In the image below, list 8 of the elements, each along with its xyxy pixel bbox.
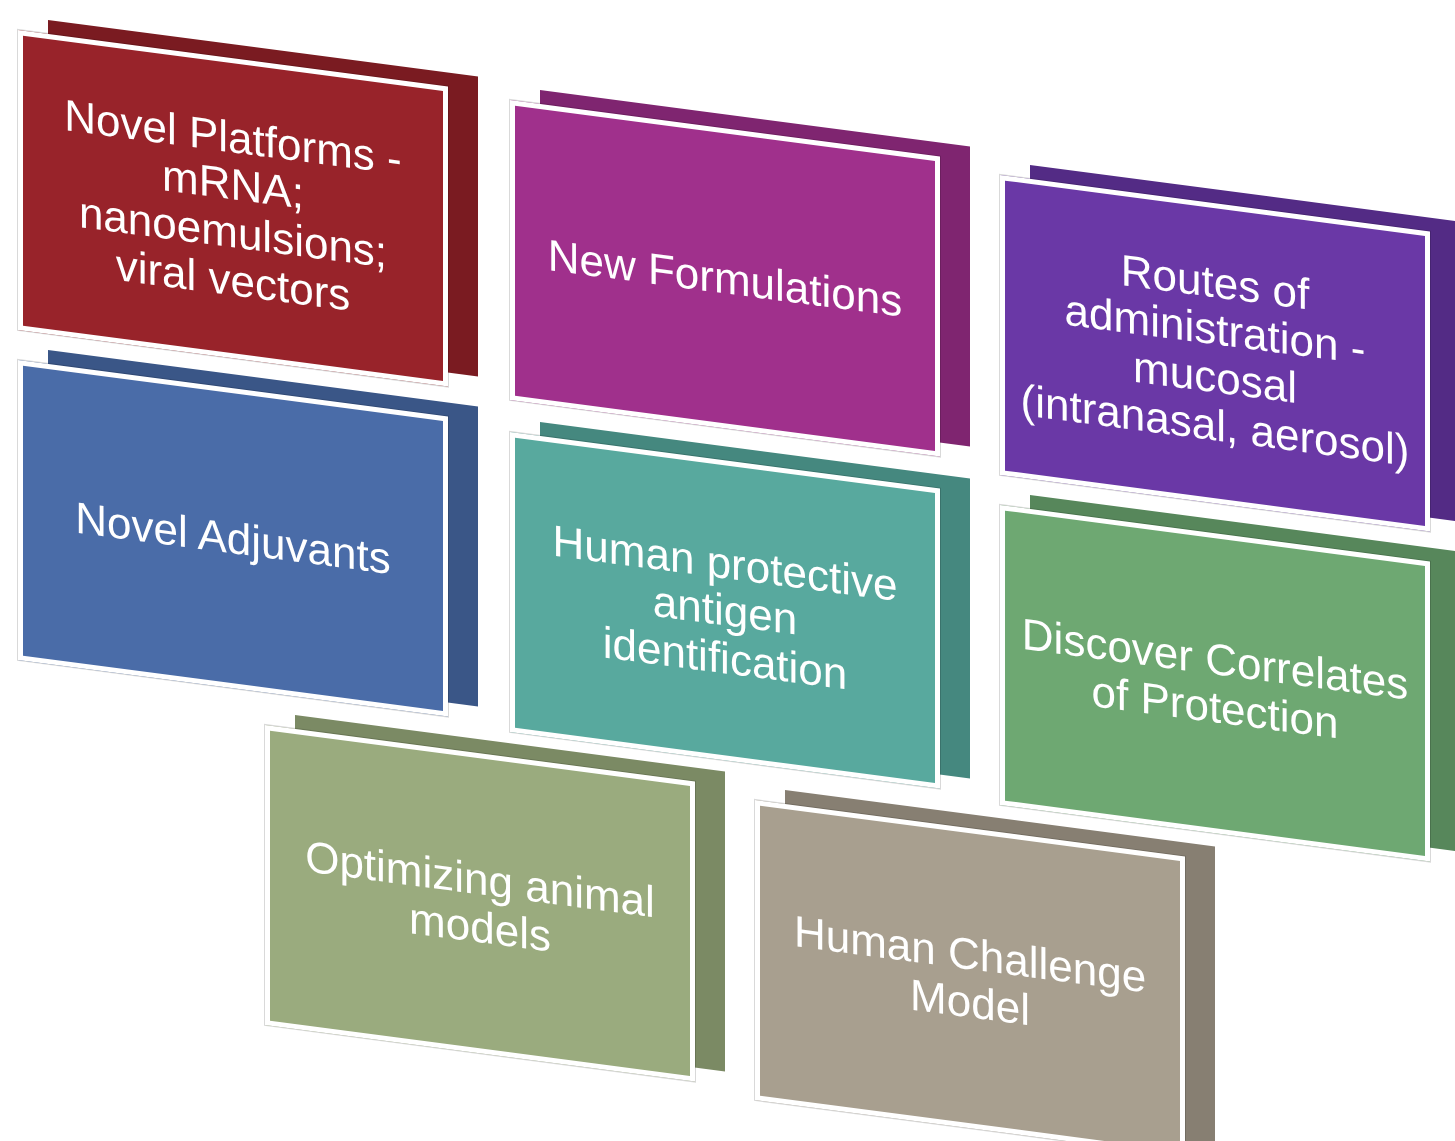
block-label: New Formulations [546,229,904,328]
block-label: Optimizing animal models [304,830,656,963]
block-label: Human Challenge Model [792,905,1148,1037]
block-label: Novel Adjuvants [74,491,392,585]
block-label: Human protective antigen identification [551,514,899,701]
block-label: Novel Platforms - mRNA; nanoemulsions; viral vectors [63,89,403,322]
block-label: Routes of administration - mucosal (intranasal, aerosol) [1019,243,1411,476]
block-label: Discover Correlates of Protection [1020,608,1410,750]
